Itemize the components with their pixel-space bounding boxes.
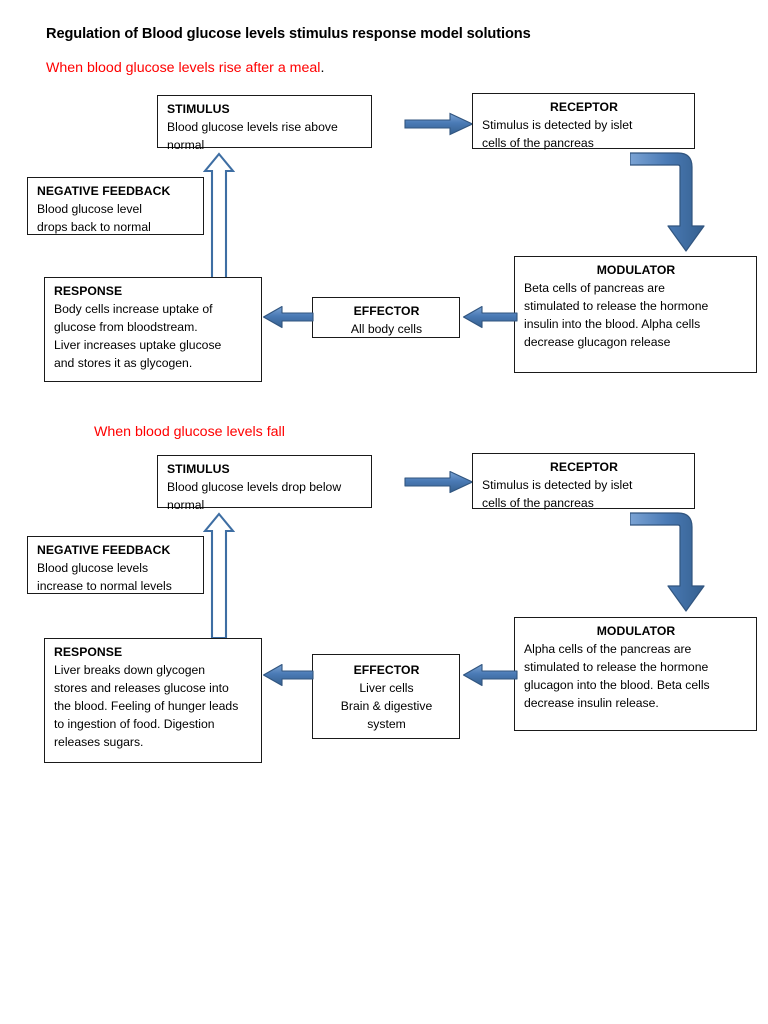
- box-receptor-fall: RECEPTOR Stimulus is detected by islet c…: [472, 453, 695, 510]
- box-line: Liver cells: [359, 680, 414, 695]
- arrow-response-to-stimulus-fall: [203, 512, 235, 640]
- box-header: STIMULUS: [167, 462, 230, 476]
- box-header: NEGATIVE FEEDBACK: [37, 184, 171, 198]
- arrow-receptor-to-modulator-fall: [630, 508, 730, 618]
- box-line: normal: [167, 137, 205, 152]
- box-response-rise: RESPONSE Body cells increase uptake of g…: [44, 277, 262, 382]
- section-heading-fall-text: When blood glucose levels fall: [94, 424, 285, 440]
- arrow-effector-to-response-fall: [262, 663, 314, 687]
- box-line: the blood. Feeling of hunger leads: [54, 698, 239, 713]
- box-response-fall: RESPONSE Liver breaks down glycogen stor…: [44, 638, 262, 763]
- box-line: stimulated to release the hormone: [524, 659, 709, 674]
- arrow-receptor-to-modulator-rise: [630, 148, 730, 258]
- box-line: normal: [167, 497, 205, 512]
- arrow-modulator-to-effector-fall: [462, 663, 518, 687]
- box-header: RESPONSE: [54, 284, 123, 298]
- box-line: Stimulus is detected by islet: [482, 117, 633, 132]
- box-line: glucose from bloodstream.: [54, 319, 198, 334]
- box-header: NEGATIVE FEEDBACK: [37, 543, 171, 557]
- box-line: cells of the pancreas: [482, 135, 594, 150]
- box-line: Brain & digestive: [340, 698, 433, 713]
- box-line: releases sugars.: [54, 734, 144, 749]
- section-heading-rise-text: When blood glucose levels rise after a m…: [46, 60, 321, 76]
- box-line: Stimulus is detected by islet: [482, 477, 633, 492]
- box-receptor-rise: RECEPTOR Stimulus is detected by islet c…: [472, 93, 695, 150]
- box-line: Blood glucose levels: [37, 560, 149, 575]
- box-line: Body cells increase uptake of: [54, 301, 213, 316]
- section-heading-rise: When blood glucose levels rise after a m…: [46, 60, 324, 76]
- box-header: STIMULUS: [167, 102, 230, 116]
- box-modulator-rise: MODULATOR Beta cells of pancreas are sti…: [514, 256, 757, 373]
- box-line: stimulated to release the hormone: [524, 298, 709, 313]
- box-line: Blood glucose level: [37, 201, 143, 216]
- box-line: Liver increases uptake glucose: [54, 337, 222, 352]
- box-line: insulin into the blood. Alpha cells: [524, 316, 701, 331]
- box-line: Blood glucose levels drop below: [167, 479, 342, 494]
- box-line: Liver breaks down glycogen: [54, 662, 206, 677]
- box-line: decrease insulin release.: [524, 695, 659, 710]
- box-line: cells of the pancreas: [482, 495, 594, 510]
- box-effector-fall: EFFECTOR Liver cells Brain & digestive s…: [312, 654, 460, 739]
- box-stimulus-rise: STIMULUS Blood glucose levels rise above…: [157, 95, 372, 152]
- box-header: MODULATOR: [596, 624, 676, 638]
- box-negative-feedback-rise: NEGATIVE FEEDBACK Blood glucose level dr…: [27, 177, 204, 235]
- section-heading-rise-period: .: [320, 60, 325, 76]
- box-header: EFFECTOR: [353, 663, 420, 677]
- section-heading-fall: When blood glucose levels fall: [94, 424, 285, 440]
- box-line: Alpha cells of the pancreas are: [524, 641, 692, 656]
- box-line: glucagon into the blood. Beta cells: [524, 677, 710, 692]
- arrow-modulator-to-effector-rise: [462, 305, 518, 329]
- box-line: Blood glucose levels rise above: [167, 119, 338, 134]
- box-line: drops back to normal: [37, 219, 151, 234]
- box-header: RESPONSE: [54, 645, 123, 659]
- arrow-stimulus-to-receptor-fall: [404, 470, 474, 494]
- box-modulator-fall: MODULATOR Alpha cells of the pancreas ar…: [514, 617, 757, 731]
- box-negative-feedback-fall: NEGATIVE FEEDBACK Blood glucose levels i…: [27, 536, 204, 594]
- arrow-response-to-stimulus-rise: [203, 152, 235, 280]
- box-line: stores and releases glucose into: [54, 680, 229, 695]
- page-title: Regulation of Blood glucose levels stimu…: [46, 26, 531, 42]
- box-line: to ingestion of food. Digestion: [54, 716, 215, 731]
- box-effector-rise: EFFECTOR All body cells: [312, 297, 460, 338]
- box-line: All body cells: [350, 321, 423, 336]
- box-line: and stores it as glycogen.: [54, 355, 193, 370]
- box-header: EFFECTOR: [353, 304, 420, 318]
- box-line: system: [367, 716, 406, 731]
- box-line: Beta cells of pancreas are: [524, 280, 665, 295]
- box-header: RECEPTOR: [550, 460, 618, 474]
- box-line: increase to normal levels: [37, 578, 172, 593]
- box-stimulus-fall: STIMULUS Blood glucose levels drop below…: [157, 455, 372, 512]
- box-header: RECEPTOR: [550, 100, 618, 114]
- box-header: MODULATOR: [596, 263, 676, 277]
- box-line: decrease glucagon release: [524, 334, 671, 349]
- arrow-effector-to-response-rise: [262, 305, 314, 329]
- arrow-stimulus-to-receptor-rise: [404, 112, 474, 136]
